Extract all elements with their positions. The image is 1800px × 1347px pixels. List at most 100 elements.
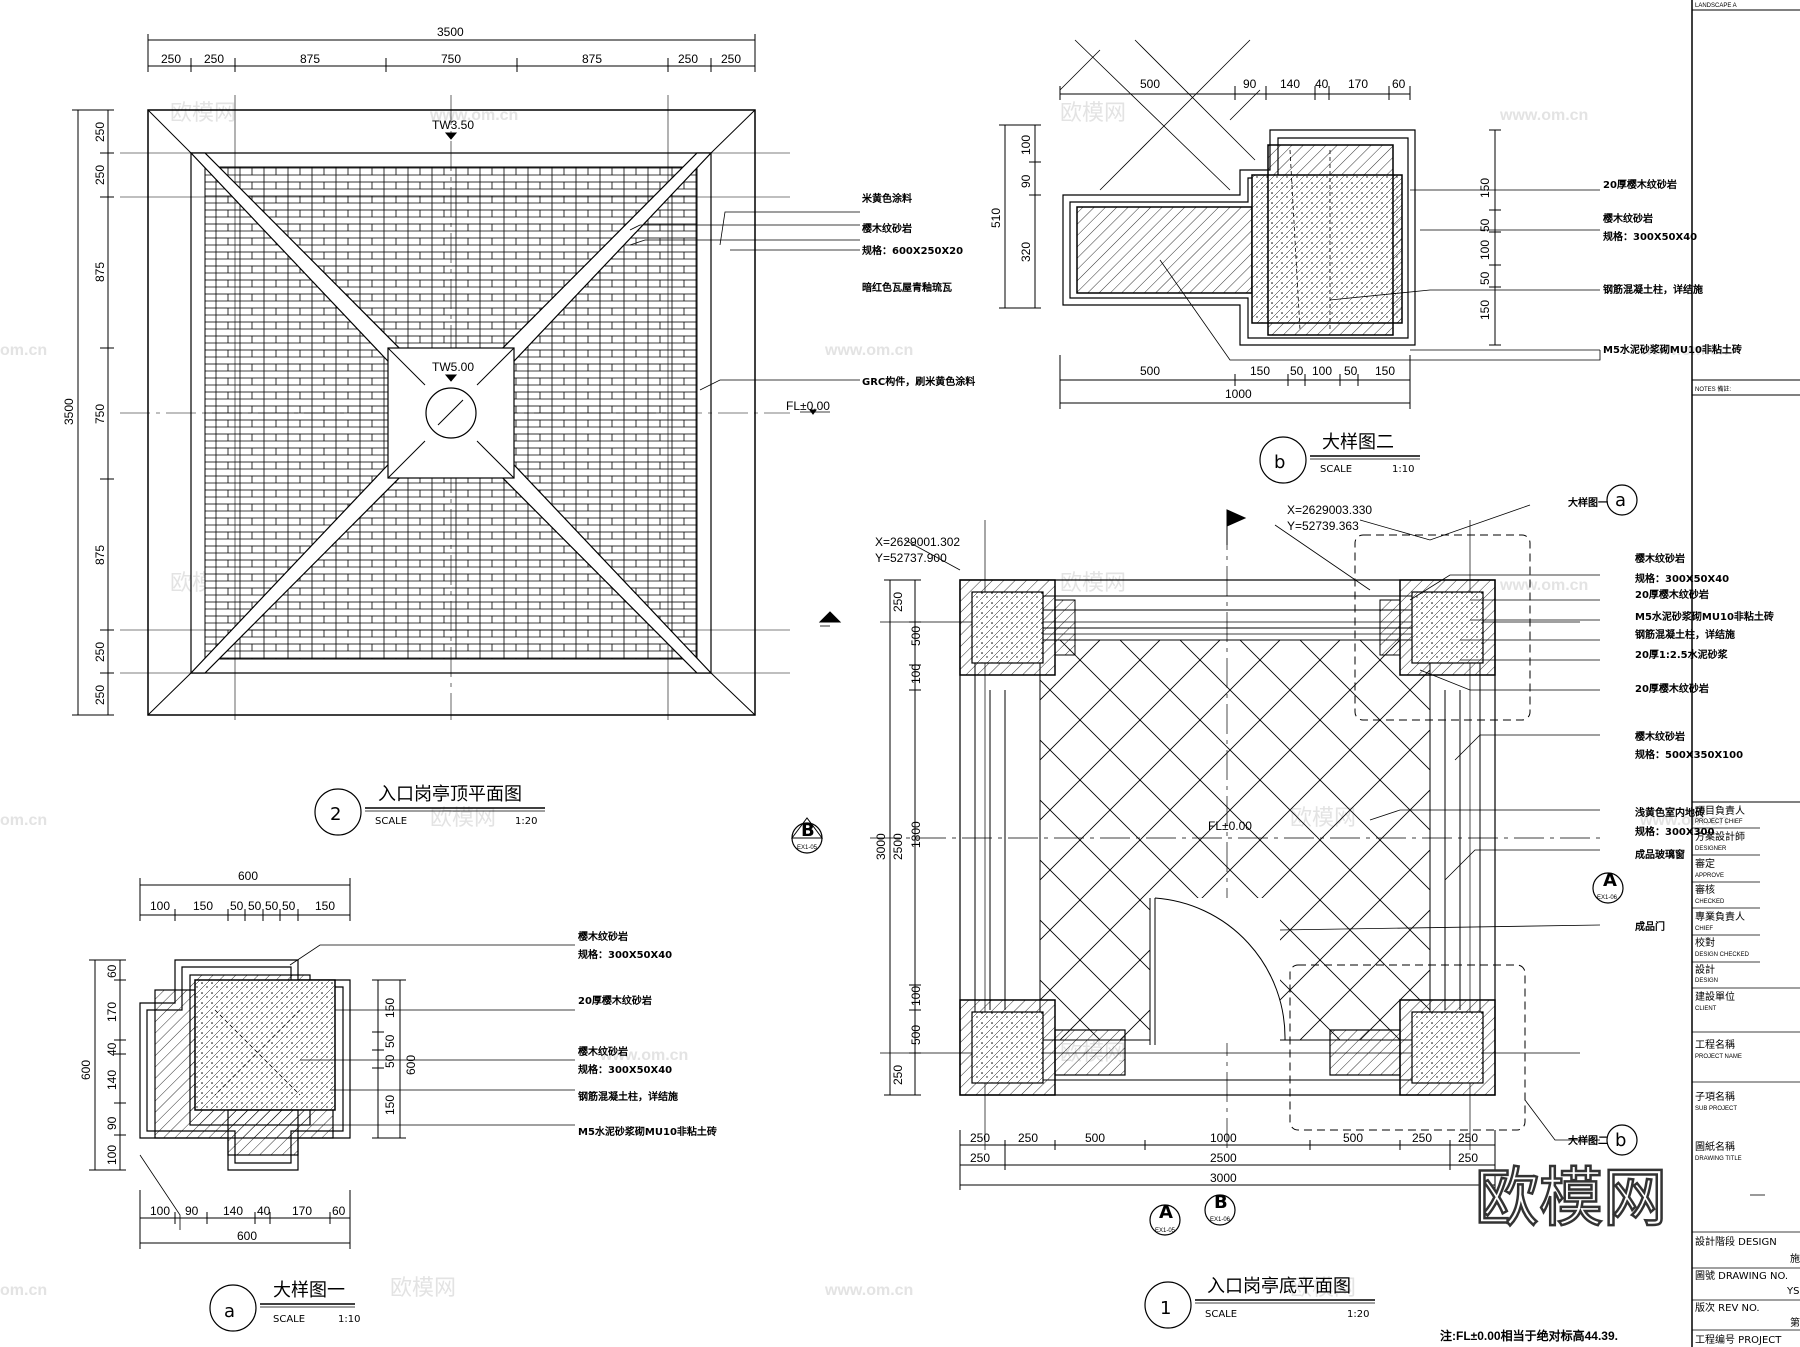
svg-text:SCALE: SCALE [1205, 1309, 1237, 1320]
svg-text:專業負責人: 專業負責人 [1695, 910, 1745, 923]
svg-text:NOTES 備註:: NOTES 備註: [1695, 385, 1731, 393]
svg-text:20厚1:2.5水泥砂浆: 20厚1:2.5水泥砂浆 [1635, 648, 1729, 661]
svg-text:250: 250 [970, 1131, 990, 1145]
svg-text:500: 500 [1343, 1131, 1363, 1145]
svg-text:PROJECT NAME: PROJECT NAME [1695, 1054, 1742, 1060]
svg-text:b: b [1615, 1130, 1626, 1151]
svg-text:審核: 審核 [1695, 883, 1715, 896]
svg-text:Y=52737.900: Y=52737.900 [875, 551, 947, 565]
svg-text:SCALE: SCALE [1320, 464, 1352, 475]
svg-text:875: 875 [93, 262, 107, 282]
svg-text:150: 150 [1478, 178, 1492, 198]
svg-text:510: 510 [989, 208, 1003, 228]
svg-text:A: A [1159, 1202, 1173, 1223]
svg-text:600: 600 [237, 1229, 257, 1243]
svg-text:樱木纹砂岩: 樱木纹砂岩 [1635, 730, 1685, 743]
svg-text:GRC构件，刷米黄色涂料: GRC构件，刷米黄色涂料 [862, 375, 975, 388]
svg-text:50: 50 [248, 899, 262, 913]
svg-text:250: 250 [678, 52, 698, 66]
svg-text:樱木纹砂岩: 樱木纹砂岩 [578, 1045, 628, 1058]
svg-text:钢筋混凝土柱，详结施: 钢筋混凝土柱，详结施 [578, 1090, 678, 1103]
svg-text:90: 90 [1019, 174, 1033, 188]
svg-text:TW5.00: TW5.00 [432, 360, 474, 374]
svg-text:1:10: 1:10 [1392, 464, 1414, 475]
svg-text:875: 875 [93, 545, 107, 565]
svg-text:圖紙名稱: 圖紙名稱 [1695, 1140, 1735, 1153]
svg-text:1:20: 1:20 [515, 816, 537, 827]
svg-text:规格：300X50X40: 规格：300X50X40 [1603, 230, 1697, 243]
svg-text:樱木纹砂岩: 樱木纹砂岩 [1635, 552, 1685, 565]
svg-text:500: 500 [909, 626, 923, 646]
svg-text:PROJECT CHIEF: PROJECT CHIEF [1695, 819, 1743, 825]
svg-text:1000: 1000 [1225, 387, 1252, 401]
svg-text:Y=52739.363: Y=52739.363 [1287, 519, 1359, 533]
svg-text:第: 第 [1790, 1316, 1800, 1329]
svg-text:審定: 審定 [1695, 857, 1715, 870]
svg-text:CLIENT: CLIENT [1695, 1006, 1717, 1012]
svg-text:100: 100 [1019, 135, 1033, 155]
svg-text:a: a [224, 1301, 235, 1322]
svg-text:600: 600 [404, 1055, 418, 1075]
svg-text:SCALE: SCALE [375, 816, 407, 827]
svg-text:工程名稱: 工程名稱 [1695, 1038, 1735, 1051]
svg-text:钢筋混凝土柱，详结施: 钢筋混凝土柱，详结施 [1603, 283, 1703, 296]
svg-text:樱木纹砂岩: 樱木纹砂岩 [862, 222, 912, 235]
svg-text:250: 250 [1412, 1131, 1432, 1145]
svg-text:X=2629001.302: X=2629001.302 [875, 535, 960, 549]
svg-text:140: 140 [105, 1070, 119, 1090]
roof-plan-text: 3500 250 250 875 750 875 250 250 3500 25… [62, 25, 975, 827]
svg-text:50: 50 [282, 899, 296, 913]
svg-text:150: 150 [383, 998, 397, 1018]
svg-text:注:FL±0.00相当于绝对标高44.39.: 注:FL±0.00相当于绝对标高44.39. [1440, 1328, 1618, 1343]
svg-text:150: 150 [1375, 364, 1395, 378]
title-block-text: LANDSCAPE A NOTES 備註: 項目負責人 PROJECT CHIE… [1695, 3, 1800, 1346]
svg-text:90: 90 [185, 1204, 199, 1218]
svg-text:EX1-05: EX1-05 [797, 845, 818, 851]
svg-text:20厚樱木纹砂岩: 20厚樱木纹砂岩 [1635, 588, 1709, 601]
svg-text:320: 320 [1019, 242, 1033, 262]
svg-text:600: 600 [79, 1060, 93, 1080]
svg-text:500: 500 [1085, 1131, 1105, 1145]
svg-text:750: 750 [441, 52, 461, 66]
svg-text:250: 250 [93, 685, 107, 705]
svg-text:250: 250 [93, 642, 107, 662]
svg-text:FL±0.00: FL±0.00 [786, 399, 830, 413]
svg-text:欧模网: 欧模网 [1060, 101, 1126, 126]
svg-text:150: 150 [315, 899, 335, 913]
detail-a [89, 878, 575, 1332]
svg-text:90: 90 [105, 1116, 119, 1130]
svg-text:施: 施 [1790, 1252, 1800, 1265]
svg-text:50: 50 [383, 1034, 397, 1048]
svg-text:500: 500 [1140, 77, 1160, 91]
svg-text:50: 50 [383, 1054, 397, 1068]
svg-text:DESIGN CHECKED: DESIGN CHECKED [1695, 952, 1750, 958]
columns [959, 579, 1496, 1096]
svg-text:250: 250 [1458, 1151, 1478, 1165]
svg-text:b: b [1274, 452, 1285, 473]
watermarks: 欧模网 www.om.cn 欧模网 www.om.cn om.cn www.om… [0, 101, 1728, 1301]
svg-text:250: 250 [161, 52, 181, 66]
svg-text:成品玻璃窗: 成品玻璃窗 [1635, 848, 1685, 861]
svg-text:浅黄色室内地砖: 浅黄色室内地砖 [1635, 806, 1705, 819]
svg-text:170: 170 [1348, 77, 1368, 91]
svg-text:钢筋混凝土柱，详结施: 钢筋混凝土柱，详结施 [1635, 628, 1735, 641]
svg-text:250: 250 [891, 592, 905, 612]
svg-text:om.cn: om.cn [0, 1282, 47, 1299]
svg-text:3000: 3000 [874, 833, 888, 860]
svg-text:M5水泥砂浆砌MU10非粘土砖: M5水泥砂浆砌MU10非粘土砖 [1635, 610, 1774, 623]
svg-text:LANDSCAPE A: LANDSCAPE A [1695, 3, 1737, 9]
svg-text:250: 250 [970, 1151, 990, 1165]
svg-text:140: 140 [1280, 77, 1300, 91]
svg-text:60: 60 [1392, 77, 1406, 91]
svg-text:EX1-06: EX1-06 [1597, 895, 1618, 901]
svg-text:欧模网: 欧模网 [1475, 1162, 1667, 1236]
svg-text:成品门: 成品门 [1635, 920, 1665, 933]
svg-text:3000: 3000 [1210, 1171, 1237, 1185]
svg-text:樱木纹砂岩: 樱木纹砂岩 [1603, 212, 1653, 225]
svg-text:100: 100 [1478, 240, 1492, 260]
svg-text:150: 150 [1250, 364, 1270, 378]
svg-text:欧模网: 欧模网 [430, 806, 496, 831]
svg-text:3500: 3500 [62, 398, 76, 425]
svg-text:150: 150 [1478, 300, 1492, 320]
svg-text:2500: 2500 [1210, 1151, 1237, 1165]
